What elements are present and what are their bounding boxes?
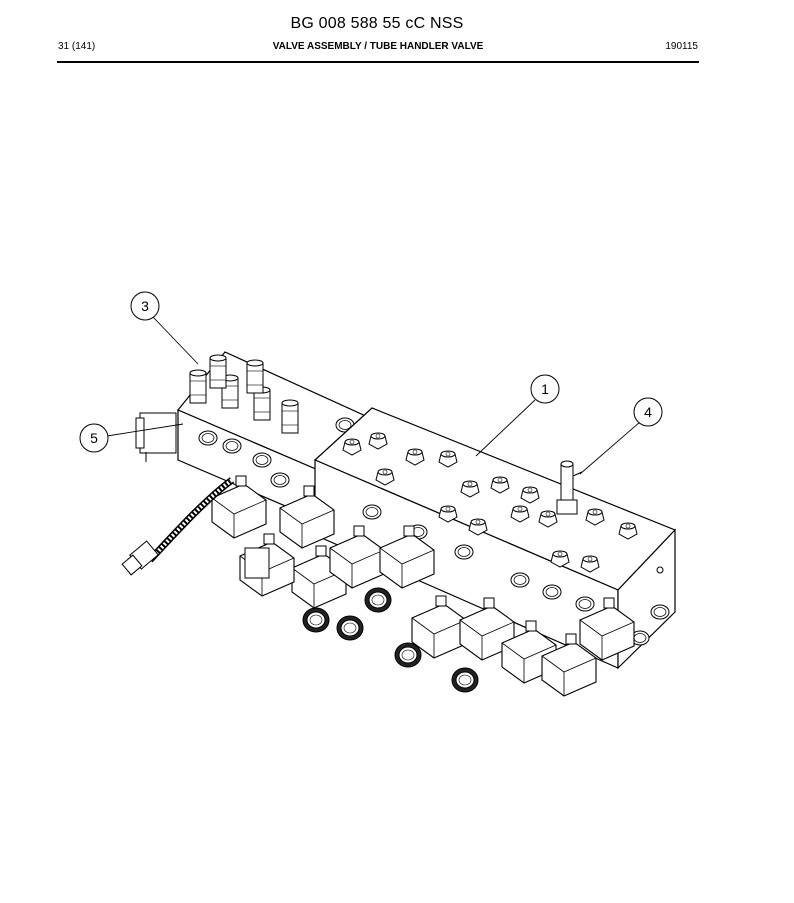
callout-1-label: 1	[541, 381, 549, 397]
connector-cable	[121, 412, 270, 579]
callout-1: 1	[475, 374, 560, 457]
sheet-title: VALVE ASSEMBLY / TUBE HANDLER VALVE	[272, 41, 484, 52]
header-rule	[57, 61, 699, 63]
page-header: 31 (141) VALVE ASSEMBLY / TUBE HANDLER V…	[58, 41, 698, 55]
pressure-fitting-item-4	[556, 460, 583, 515]
callout-4-label: 4	[644, 404, 652, 420]
document-id: BG 008 588 55 cC NSS	[290, 15, 464, 32]
callout-3-label: 3	[141, 298, 149, 314]
callout-3: 3	[130, 291, 199, 365]
document-date: 190115	[665, 41, 698, 52]
callout-5-label: 5	[90, 430, 98, 446]
page-number: 31 (141)	[58, 41, 96, 52]
callout-5: 5	[79, 423, 184, 453]
callout-4: 4	[579, 397, 663, 475]
